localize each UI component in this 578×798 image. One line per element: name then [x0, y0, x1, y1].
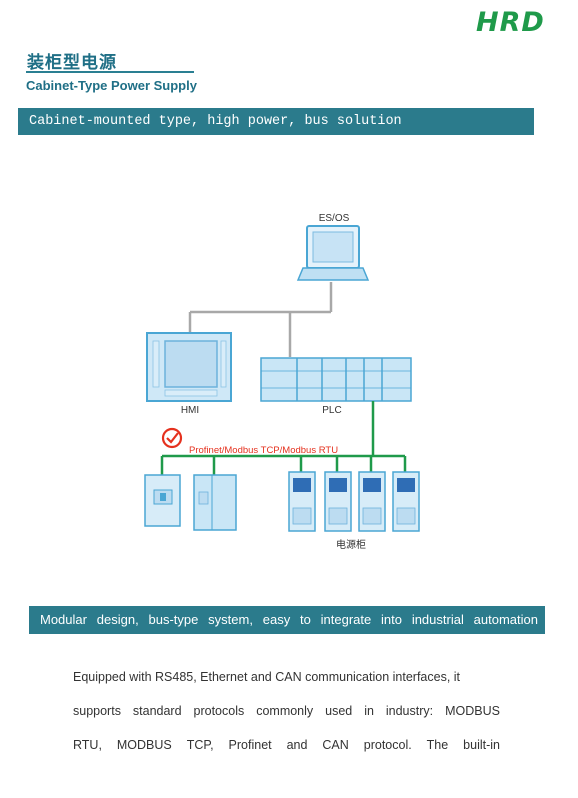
paragraph-word: supports: [73, 704, 121, 718]
paragraph-word: Equipped with RS485, Ethernet and CAN co…: [73, 670, 461, 684]
banner-word: bus-type: [148, 612, 199, 627]
banner-word: into: [381, 612, 403, 627]
banner-word: automation: [473, 612, 538, 627]
description-paragraph: Equipped with RS485, Ethernet and CAN co…: [73, 660, 500, 762]
feature-banner-top: Cabinet-mounted type, high power, bus so…: [18, 108, 534, 135]
banner-word: Modular: [40, 612, 87, 627]
bus-protocol-label: Profinet/Modbus TCP/Modbus RTU: [189, 445, 338, 456]
paragraph-word: TCP,: [186, 738, 214, 752]
hmi-panel: [146, 332, 232, 402]
paragraph-word: MODBUS: [116, 738, 172, 752]
paragraph-word: commonly: [256, 704, 314, 718]
paragraph-word: industry:: [385, 704, 434, 718]
paragraph-word: standard: [132, 704, 182, 718]
certification-badge-icon: [161, 427, 183, 449]
plc-unit: [260, 357, 412, 402]
network-diagram: ES/OS HMI PLC Prof: [144, 213, 420, 551]
paragraph-word: The: [426, 738, 449, 752]
es-os-label: ES/OS: [319, 213, 350, 224]
feature-banner-bottom: Modular design, bus-type system, easy to…: [29, 606, 545, 634]
breaker-module: [144, 474, 181, 527]
power-module-2: [324, 471, 352, 532]
hmi-label: HMI: [181, 405, 199, 416]
paragraph-word: MODBUS: [445, 704, 500, 718]
bus-lines: [160, 401, 407, 475]
logo-text: HRD: [476, 7, 545, 36]
paragraph-word: Profinet: [228, 738, 272, 752]
hrd-logo: HRD: [476, 7, 545, 36]
banner-word: integrate: [320, 612, 372, 627]
paragraph-word: protocols: [193, 704, 245, 718]
paragraph-line: supports standard protocols commonly use…: [73, 694, 500, 728]
title-divider: [26, 71, 194, 73]
paragraph-word: in: [364, 704, 374, 718]
banner-word: design,: [96, 612, 139, 627]
paragraph-word: protocol.: [363, 738, 412, 752]
ethernet-lines: [188, 282, 333, 357]
power-module-1: [288, 471, 316, 532]
paragraph-word: RTU,: [73, 738, 102, 752]
paragraph-line: Equipped with RS485, Ethernet and CAN co…: [73, 660, 500, 694]
paragraph-word: built-in: [463, 738, 500, 752]
cabinet-label: 电源柜: [336, 538, 366, 551]
banner-word: industrial: [411, 612, 464, 627]
page-title-en: Cabinet-Type Power Supply: [26, 78, 197, 93]
paragraph-line: RTU, MODBUS TCP, Profinet and CAN protoc…: [73, 728, 500, 762]
banner-word: easy: [262, 612, 291, 627]
paragraph-word: and: [286, 738, 308, 752]
paragraph-word: CAN: [322, 738, 349, 752]
paragraph-word: used: [325, 704, 353, 718]
page-title-cn: 装柜型电源: [27, 53, 117, 73]
laptop-icon: [296, 225, 370, 281]
power-module-4: [392, 471, 420, 532]
controller-module: [193, 474, 237, 531]
power-module-3: [358, 471, 386, 532]
banner-word: system,: [208, 612, 253, 627]
banner-word: to: [300, 612, 311, 627]
plc-label: PLC: [322, 405, 341, 416]
